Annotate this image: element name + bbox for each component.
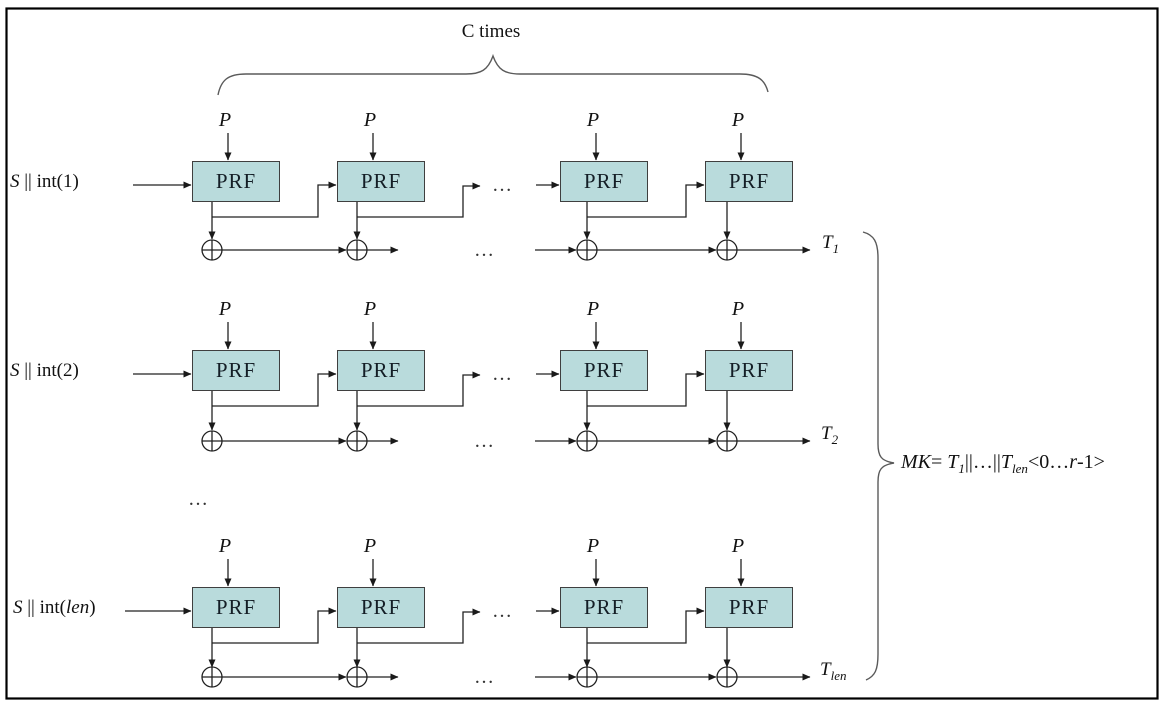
prf-box-r1-c1: PRF: [192, 161, 280, 202]
t-var: T: [822, 232, 833, 253]
input-label-row2: S || int(2): [10, 359, 79, 383]
range-close: -1>: [1077, 451, 1105, 473]
int-arg: 1: [63, 171, 73, 192]
xor-node: [201, 666, 223, 688]
t-subscript: len: [830, 668, 847, 683]
int-arg: 2: [63, 360, 73, 381]
p-label: P: [218, 535, 232, 557]
equals: =: [931, 451, 948, 473]
concat-op: ||…||: [964, 451, 1001, 473]
t1-output-label: T1: [822, 230, 839, 257]
xor-ellipsis-row3: …: [474, 666, 497, 688]
xor-ellipsis-row1: …: [474, 239, 497, 261]
prf-box-r2-c3: PRF: [560, 350, 648, 391]
row1-connectors: [133, 133, 811, 254]
int-fn: || int(: [22, 597, 66, 618]
prf-box-r3-c2: PRF: [337, 587, 425, 628]
prf-box-r3-c3: PRF: [560, 587, 648, 628]
t1-subscript: 1: [958, 461, 965, 476]
prf-ellipsis-row1: …: [492, 174, 515, 196]
p-label: P: [731, 298, 745, 320]
xor-node: [716, 430, 738, 452]
input-label-row1: S || int(1): [10, 170, 79, 194]
p-label: P: [363, 109, 377, 131]
t2-output-label: T2: [821, 421, 838, 448]
prf-box-r2-c2: PRF: [337, 350, 425, 391]
top-brace: [217, 53, 769, 96]
xor-node: [716, 239, 738, 261]
xor-node: [346, 666, 368, 688]
row3-connectors: [125, 559, 811, 681]
int-close: ): [72, 171, 79, 192]
p-label: P: [731, 535, 745, 557]
xor-node: [201, 239, 223, 261]
t-subscript: 2: [831, 432, 839, 447]
prf-box-r1-c3: PRF: [560, 161, 648, 202]
xor-node: [576, 239, 598, 261]
xor-node: [201, 430, 223, 452]
salt-var: S: [13, 597, 23, 618]
xor-node: [346, 430, 368, 452]
prf-ellipsis-row3: …: [492, 600, 515, 622]
diagram-border: [5, 7, 1159, 700]
int-close: ): [72, 360, 79, 381]
t1-var: T: [947, 451, 959, 473]
prf-box-r1-c4: PRF: [705, 161, 793, 202]
prf-box-r2-c4: PRF: [705, 350, 793, 391]
tlen-output-label: Tlen: [820, 657, 846, 684]
range-open: <0…: [1027, 451, 1070, 473]
p-label: P: [363, 535, 377, 557]
xor-node: [576, 430, 598, 452]
salt-var: S: [10, 171, 20, 192]
xor-ellipsis-row2: …: [474, 430, 497, 452]
mk-formula: MK= T1||…||Tlen<0…r-1>: [901, 449, 1105, 477]
input-label-row3: S || int(len): [13, 596, 96, 620]
xor-nodes: [201, 239, 738, 688]
int-close: ): [89, 597, 96, 618]
c-times-label: C times: [461, 21, 521, 42]
t-var: T: [821, 423, 832, 444]
prf-box-r3-c4: PRF: [705, 587, 793, 628]
p-label: P: [363, 298, 377, 320]
output-brace: [862, 231, 895, 681]
rows-ellipsis: …: [188, 488, 211, 510]
xor-node: [576, 666, 598, 688]
t-var: T: [820, 659, 831, 680]
r-var: r: [1069, 451, 1078, 473]
prf-box-r2-c1: PRF: [192, 350, 280, 391]
xor-node: [716, 666, 738, 688]
int-fn: || int(: [19, 171, 63, 192]
p-label: P: [586, 298, 600, 320]
prf-box-r3-c1: PRF: [192, 587, 280, 628]
salt-var: S: [10, 360, 20, 381]
p-label: P: [218, 109, 232, 131]
tlen-subscript: len: [1012, 461, 1028, 476]
p-label: P: [218, 298, 232, 320]
p-label: P: [586, 109, 600, 131]
row2-connectors: [133, 322, 811, 445]
int-arg: len: [66, 597, 90, 618]
prf-box-r1-c2: PRF: [337, 161, 425, 202]
t-subscript: 1: [832, 241, 840, 256]
prf-ellipsis-row2: …: [492, 363, 515, 385]
int-fn: || int(: [19, 360, 63, 381]
xor-node: [346, 239, 368, 261]
p-label: P: [586, 535, 600, 557]
p-label: P: [731, 109, 745, 131]
tlen-var: T: [1000, 451, 1013, 473]
mk-var: MK: [901, 451, 931, 473]
